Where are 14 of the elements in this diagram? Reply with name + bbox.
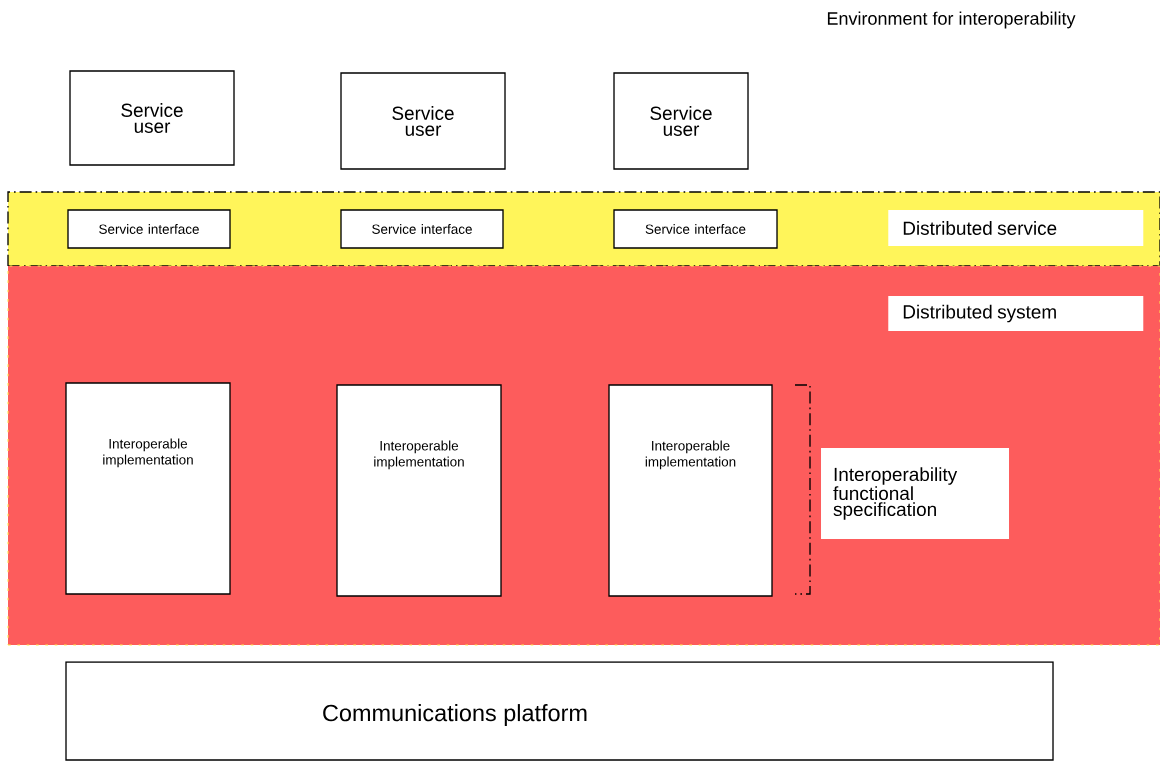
interface-box: Service interface [67, 209, 231, 249]
service-user-box: Service user [69, 70, 235, 166]
service-user-box: Service user [340, 72, 506, 170]
implementation-box: Interoperable implementation [608, 384, 773, 597]
caption-text: Environment for interoperability [827, 11, 1076, 29]
specification-box: Interoperability functional specification [821, 448, 1009, 539]
interface-box: Service interface [340, 209, 504, 249]
interface-box: Service interface [613, 209, 778, 249]
band-label: Distributed system [888, 296, 1144, 331]
service-user-box: Service user [613, 72, 749, 170]
implementation-box: Interoperable implementation [336, 384, 502, 597]
implementation-box: Interoperable implementation [65, 382, 231, 595]
band-label: Distributed service [888, 210, 1144, 246]
platform-box: Communications platform [65, 661, 1054, 761]
